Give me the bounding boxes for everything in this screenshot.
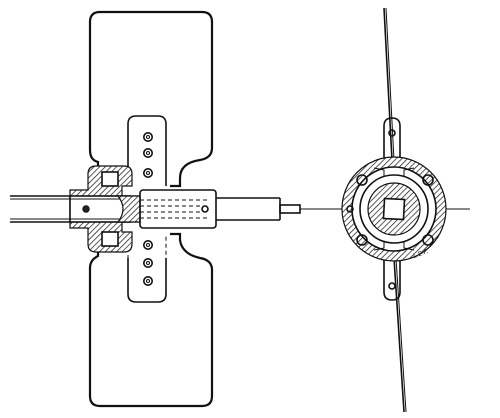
clamp-detail — [403, 242, 415, 251]
blade-edge-upper-inner — [385, 7, 395, 161]
strap-rivet — [388, 129, 396, 137]
inner-ring — [359, 174, 429, 244]
clamp-detail — [373, 242, 385, 251]
clamp-detail — [373, 167, 385, 176]
rivet — [146, 151, 150, 155]
lower-blade — [88, 232, 214, 408]
bolt-head — [422, 234, 434, 246]
rivet — [146, 171, 150, 175]
blade-edge-upper — [383, 7, 393, 161]
blade-edge-lower — [393, 257, 405, 413]
hub-pocket — [101, 231, 119, 247]
rivet — [143, 257, 154, 268]
center-collar — [139, 189, 217, 229]
strap-rivet — [388, 282, 396, 290]
collar-pin — [201, 205, 209, 213]
rivet — [143, 168, 154, 179]
bolt-head — [346, 205, 354, 213]
propeller-end-view: L.E.F. — [336, 7, 470, 413]
upper-plate — [127, 115, 167, 186]
lower-strap — [383, 258, 401, 301]
bolt-head — [356, 174, 368, 186]
rivet — [146, 261, 150, 265]
square-drive — [382, 197, 406, 221]
rivet — [146, 135, 150, 139]
blade-edge-lower-inner — [395, 257, 407, 413]
rivet — [146, 279, 150, 283]
draftsman-signature: L.E.F. — [412, 248, 429, 260]
hub-bore — [69, 195, 131, 223]
rivet — [143, 275, 154, 286]
propeller-side-view — [10, 10, 336, 408]
upper-blade — [88, 10, 214, 188]
rivet — [143, 148, 154, 159]
rivet — [146, 243, 150, 247]
rivet — [143, 240, 154, 251]
clamp-detail — [403, 167, 415, 176]
bolt-head — [356, 234, 368, 246]
bolt-head — [422, 174, 434, 186]
upper-strap — [383, 117, 401, 160]
lower-plate-outline — [127, 258, 167, 303]
shaft-tip — [279, 204, 301, 214]
hub-taper — [116, 195, 141, 223]
rivet — [143, 132, 154, 143]
hub-pocket — [101, 171, 119, 187]
hub-pin — [82, 205, 90, 213]
